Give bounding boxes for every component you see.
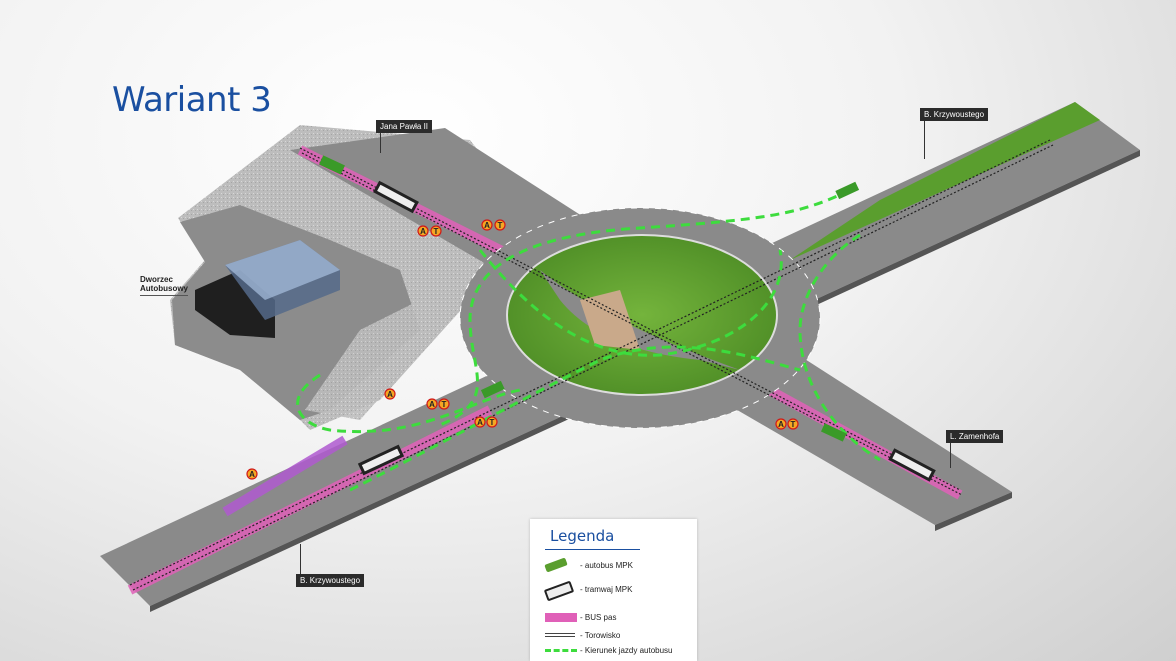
station-label-line: Dworzec xyxy=(140,275,173,284)
dashed-arrow-icon xyxy=(545,649,577,652)
street-label-krzywoustego-ne: B. Krzywoustego xyxy=(920,108,989,159)
tram-stop-badge: T xyxy=(498,221,503,230)
track-lines-icon xyxy=(545,633,575,637)
legend: Legenda - autobus MPK - tramwaj MPK - BU… xyxy=(530,519,697,661)
legend-divider xyxy=(545,549,640,550)
bus-stop-badge: A xyxy=(778,420,784,429)
station-label-line: Autobusowy xyxy=(140,284,188,293)
tram-stop-badge: T xyxy=(434,227,439,236)
legend-item: - tramwaj MPK xyxy=(580,585,633,594)
bus-stop-badge: A xyxy=(484,221,490,230)
legend-item: - BUS pas xyxy=(580,613,617,622)
tram-stop-badge: T xyxy=(490,418,495,427)
legend-title: Legenda xyxy=(550,527,615,545)
bus-stop-badge: A xyxy=(429,400,435,409)
bus-icon xyxy=(544,557,568,573)
street-label-jana-pawla: Jana Pawła II xyxy=(376,120,433,153)
legend-item: - Kierunek jazdy autobusu xyxy=(580,646,673,655)
tram-stop-badge: T xyxy=(442,400,447,409)
tram-icon xyxy=(543,580,575,602)
bus-station-building xyxy=(195,240,340,338)
bus xyxy=(319,155,860,442)
bus-stop-badge: A xyxy=(249,470,255,479)
bus-stop-badge: A xyxy=(420,227,426,236)
bus-stop-badge: A xyxy=(477,418,483,427)
tram-stop-badge: T xyxy=(791,420,796,429)
street-name: B. Krzywoustego xyxy=(924,110,985,119)
page-title: Wariant 3 xyxy=(112,80,272,120)
street-label-zamenhofa: L. Zamenhofa xyxy=(946,430,1004,468)
legend-item: - Torowisko xyxy=(580,631,621,640)
street-name: Jana Pawła II xyxy=(380,122,429,131)
street-label-krzywoustego-sw: B. Krzywoustego xyxy=(296,544,365,587)
bus-route xyxy=(296,188,881,492)
roundabout xyxy=(459,207,821,429)
bus-lane-swatch xyxy=(545,613,577,622)
street-name: L. Zamenhofa xyxy=(950,432,1000,441)
tram xyxy=(357,180,936,482)
street-name: B. Krzywoustego xyxy=(300,576,361,585)
legend-item: - autobus MPK xyxy=(580,561,633,570)
bus-stop-badge: A xyxy=(387,390,393,399)
